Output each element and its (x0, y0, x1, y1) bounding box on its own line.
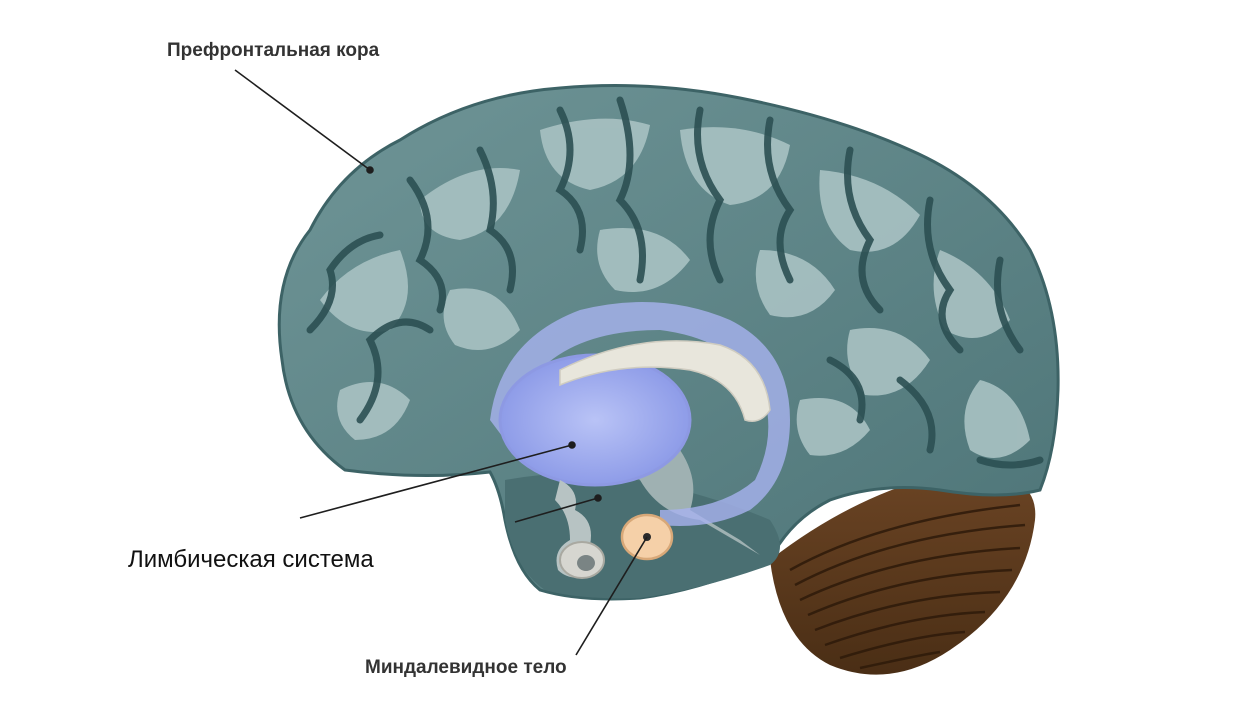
amygdala-leader-line (575, 536, 648, 656)
prefrontal-cortex-label: Префронтальная кора (167, 40, 380, 61)
cerebellum (770, 470, 1036, 675)
limbic-system-label: Лимбическая система (128, 546, 374, 573)
prefrontal-leader-dot (366, 166, 374, 174)
hippocampus (555, 480, 605, 579)
leader-lines (234, 69, 648, 656)
limbic-leader-line-2 (514, 497, 599, 523)
limbic-system-shape (490, 302, 790, 526)
prefrontal-leader-line (234, 69, 371, 171)
limbic-leader-dot (568, 441, 576, 449)
limbic-leader-line (299, 444, 573, 519)
limbic-leader-dot-2 (594, 494, 602, 502)
amygdala-label: Миндалевидное тело (365, 657, 567, 678)
